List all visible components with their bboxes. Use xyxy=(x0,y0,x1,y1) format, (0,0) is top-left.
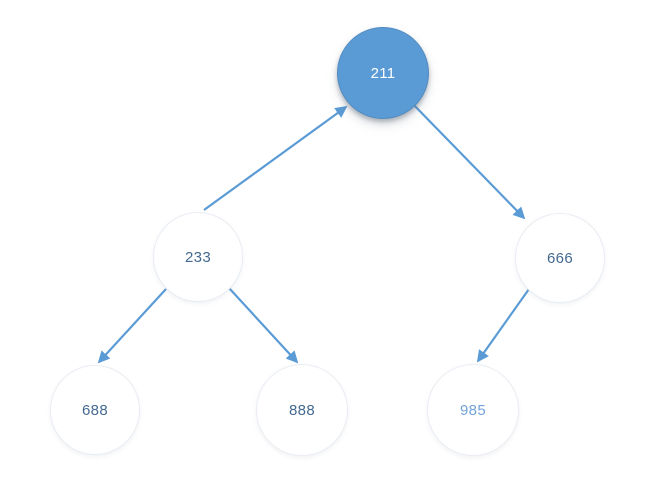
tree-node-666[interactable]: 666 xyxy=(515,213,605,303)
edge-211-to-666 xyxy=(408,99,526,220)
edge-233-to-688 xyxy=(97,288,167,364)
node-label: 233 xyxy=(185,248,211,266)
edge-233-to-211 xyxy=(203,105,348,211)
tree-node-985[interactable]: 985 xyxy=(427,364,519,456)
edge-233-to-888 xyxy=(228,287,299,364)
tree-node-688[interactable]: 688 xyxy=(50,365,140,455)
tree-node-211[interactable]: 211 xyxy=(337,27,429,119)
node-label: 688 xyxy=(82,401,108,419)
node-label: 666 xyxy=(547,249,573,267)
node-label: 211 xyxy=(370,64,396,82)
tree-node-888[interactable]: 888 xyxy=(256,364,348,456)
edge-666-to-985 xyxy=(476,288,530,363)
tree-node-233[interactable]: 233 xyxy=(153,212,243,302)
node-label: 985 xyxy=(460,401,486,419)
node-label: 888 xyxy=(289,401,315,419)
